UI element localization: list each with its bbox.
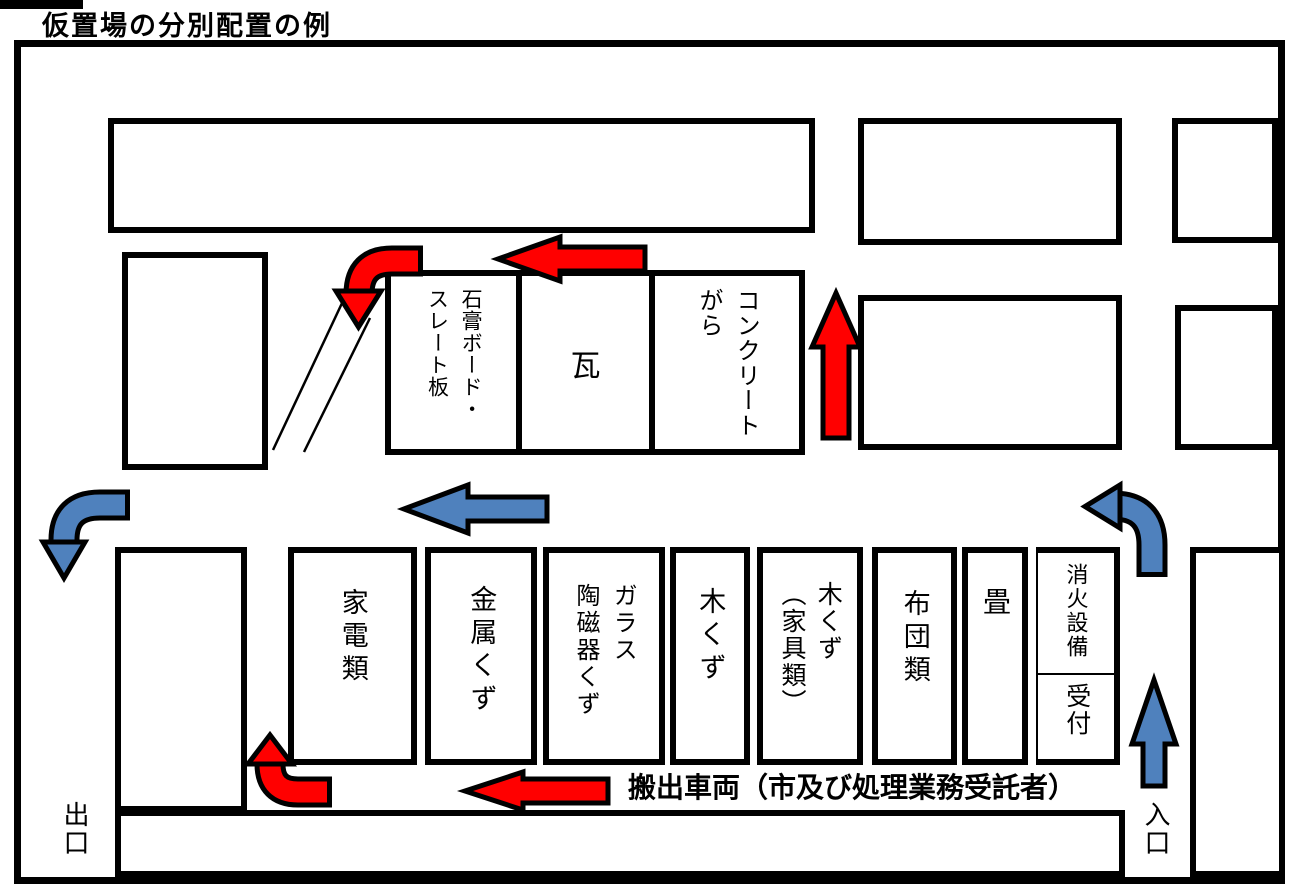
zone-concrete-debris-label: コンクリート がら (695, 288, 760, 438)
outbound-vehicles-label: 搬出車両（市及び処理業務受託者） (628, 772, 1077, 803)
zone-glass-ceramics: ガラス 陶磁器くず (543, 547, 665, 765)
fire-equipment-label: 消火設備 (1063, 563, 1089, 659)
zone-futon-label: 布団類 (899, 589, 930, 688)
zone-gypsum-slate-label: 石膏ボード・ スレート板 (425, 288, 483, 420)
zone-glass-ceramics-label: ガラス 陶磁器くず (572, 583, 637, 718)
empty-area-middle-right (858, 295, 1122, 450)
corner-artifact-bar (0, 0, 83, 9)
bottom-road-strip (115, 810, 1125, 877)
zone-tatami-label: 畳 (980, 587, 1011, 620)
fire-equipment-area: 消火設備 (1038, 553, 1114, 675)
zone-home-appliances-label: 家電類 (337, 588, 368, 687)
empty-area-top-left (108, 118, 815, 233)
entrance-lane-area (1190, 547, 1285, 877)
zone-gypsum-slate: 石膏ボード・ スレート板 (385, 270, 522, 455)
zone-futon: 布団類 (872, 547, 957, 765)
empty-area-far-right (1175, 305, 1278, 450)
exit-sign: 出口 (60, 801, 90, 857)
fire-reception-block: 消火設備 受付 (1036, 547, 1120, 765)
zone-tatami: 畳 (962, 547, 1028, 765)
zone-metal-scrap-label: 金属くず (466, 585, 497, 717)
empty-area-top-middle (858, 118, 1122, 245)
zone-wood-scrap: 木くず (670, 547, 750, 765)
zone-roof-tile-label: 瓦 (570, 349, 601, 383)
entrance-sign: 入口 (1141, 801, 1171, 857)
reception-area: 受付 (1038, 675, 1114, 759)
zone-home-appliances: 家電類 (288, 547, 417, 765)
reception-label: 受付 (1062, 683, 1091, 737)
empty-area-top-right (1172, 118, 1278, 243)
empty-area-left-tall (115, 547, 247, 812)
zone-wood-furniture: 木くず （家具類） (757, 547, 863, 765)
empty-area-left-square (122, 252, 268, 470)
zone-concrete-debris: コンクリート がら (649, 270, 805, 455)
zone-metal-scrap: 金属くず (425, 547, 537, 765)
zone-roof-tile: 瓦 (516, 270, 655, 455)
page-title: 仮置場の分別配置の例 (42, 11, 332, 41)
site-boundary (14, 40, 1285, 884)
zone-wood-scrap-label: 木くず (695, 587, 726, 686)
zone-wood-furniture-label: 木くず （家具類） (778, 581, 843, 716)
